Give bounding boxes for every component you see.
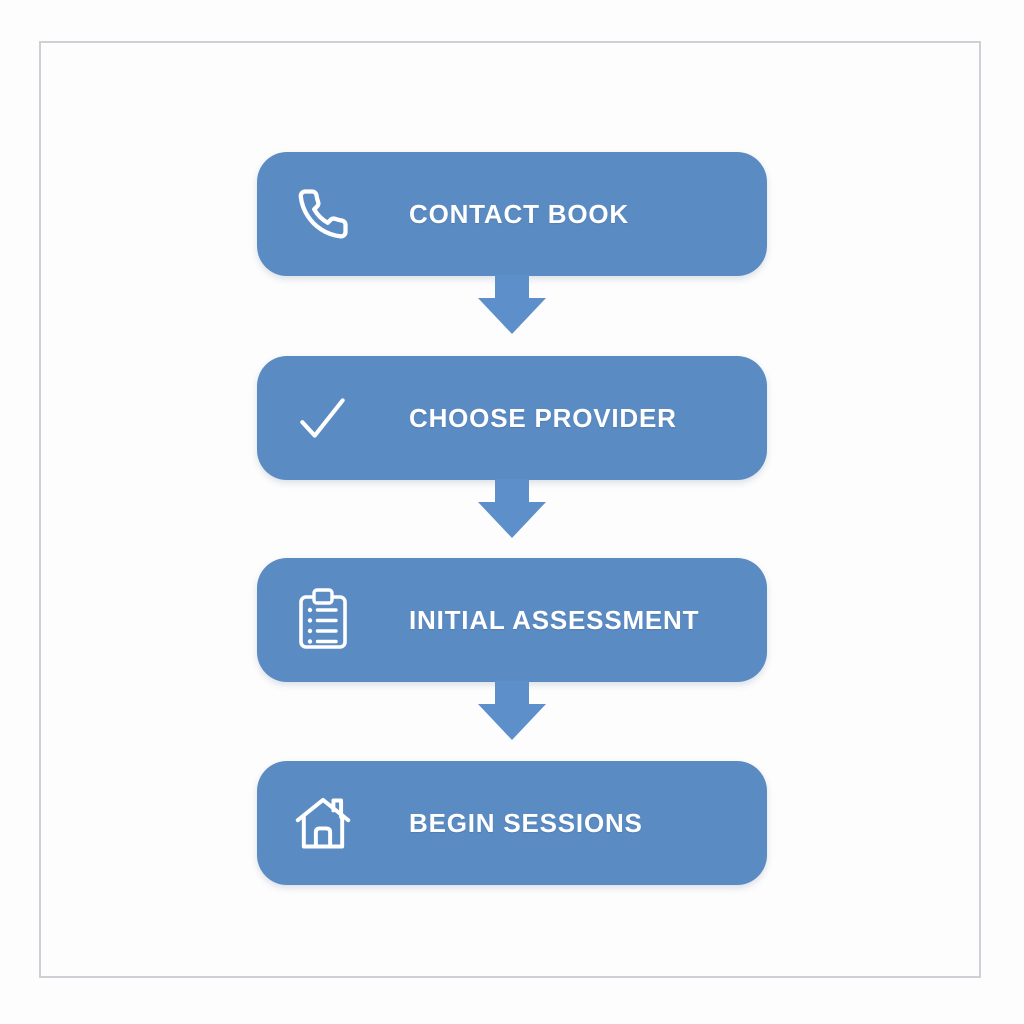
phone-icon	[291, 181, 355, 247]
home-icon	[291, 790, 355, 856]
step-label: INITIAL ASSESSMENT	[409, 604, 700, 635]
step-label: BEGIN SESSIONS	[409, 807, 643, 838]
clipboard-icon	[291, 587, 355, 653]
flow-step-choose-provider: CHOOSE PROVIDER	[257, 356, 767, 480]
outer-border-frame	[39, 41, 981, 978]
flow-step-begin-sessions: BEGIN SESSIONS	[257, 761, 767, 885]
flow-step-contact-book: CONTACT BOOK	[257, 152, 767, 276]
flow-step-initial-assessment: INITIAL ASSESSMENT	[257, 558, 767, 682]
down-arrow	[478, 275, 546, 334]
down-arrow	[478, 681, 546, 740]
step-label: CHOOSE PROVIDER	[409, 402, 677, 433]
step-label: CONTACT BOOK	[409, 198, 629, 229]
down-arrow	[478, 479, 546, 538]
check-icon	[291, 385, 355, 451]
